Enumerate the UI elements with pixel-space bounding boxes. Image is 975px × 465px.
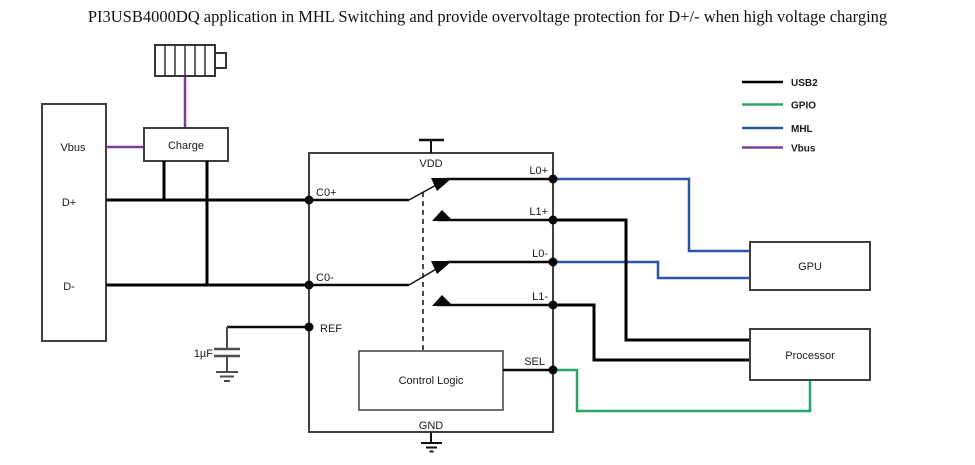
pin-dot-l1plus (548, 215, 558, 225)
legend-label-vbus: Vbus (791, 144, 816, 155)
wire-mhl-l0minus-to-gpu (553, 260, 750, 280)
processor-box (749, 328, 871, 381)
pin-dot-c0plus (304, 195, 314, 205)
capacitor-value-label: 1µF (194, 348, 213, 360)
pin-l0minus-label: L0- (532, 248, 548, 260)
legend: USB2 GPIO MHL Vbus (742, 78, 818, 155)
pin-dot-c0minus (304, 280, 314, 290)
legend-label-usb2: USB2 (791, 78, 818, 89)
gnd-ground-icon (421, 432, 442, 453)
gpu-label: GPU (798, 261, 822, 273)
legend-label-gpio: GPIO (791, 101, 816, 112)
l1plus-arrow-icon (432, 210, 453, 221)
wire-usb2-l1minus-to-processor (553, 303, 750, 362)
processor-label: Processor (785, 350, 835, 362)
battery-icon (154, 44, 227, 77)
legend-label-mhl: MHL (791, 124, 813, 135)
pin-c0plus-label: C0+ (316, 187, 337, 199)
pin-dot-sel (548, 365, 558, 375)
connector-dminus-label: D- (63, 281, 75, 293)
gpu-box (749, 241, 871, 291)
chip-vdd-label: VDD (419, 158, 442, 170)
connector-vbus-label: Vbus (60, 142, 86, 154)
wire-mhl-l0plus-to-gpu (553, 177, 750, 253)
pin-l0plus-label: L0+ (529, 165, 548, 177)
pin-l1minus-label: L1- (532, 291, 548, 303)
pin-dot-l0plus (548, 174, 558, 184)
switch-network (309, 177, 553, 350)
pin-dot-ref (304, 322, 314, 332)
chip-gnd-label: GND (419, 420, 444, 432)
pin-dot-l1minus (548, 300, 558, 310)
control-logic-label: Control Logic (399, 375, 464, 387)
pin-dot-l0minus (548, 257, 558, 267)
switch2-wiper (408, 267, 439, 286)
switch1-arrow-icon (431, 178, 452, 191)
pin-sel-label: SEL (524, 356, 545, 368)
battery-terminal-nub (214, 52, 227, 69)
ref-capacitor: 1µF (194, 325, 309, 382)
control-logic-box (358, 350, 504, 411)
l1minus-arrow-icon (432, 295, 453, 306)
connector-dplus-label: D+ (62, 197, 76, 209)
diagram-title: PI3USB4000DQ application in MHL Switchin… (87, 7, 888, 26)
pin-ref-label: REF (320, 323, 342, 335)
charge-label: Charge (168, 140, 204, 152)
switch1-wiper (408, 183, 439, 201)
wire-gpio-sel-to-processor (553, 368, 812, 413)
switch2-arrow-icon (431, 261, 452, 274)
vdd-power-icon (419, 138, 444, 153)
pin-l1plus-label: L1+ (529, 206, 548, 218)
pin-c0minus-label: C0- (316, 272, 334, 284)
connector-box (41, 103, 107, 342)
charge-box (143, 127, 229, 162)
wire-usb2-l1plus-to-processor (553, 218, 750, 342)
